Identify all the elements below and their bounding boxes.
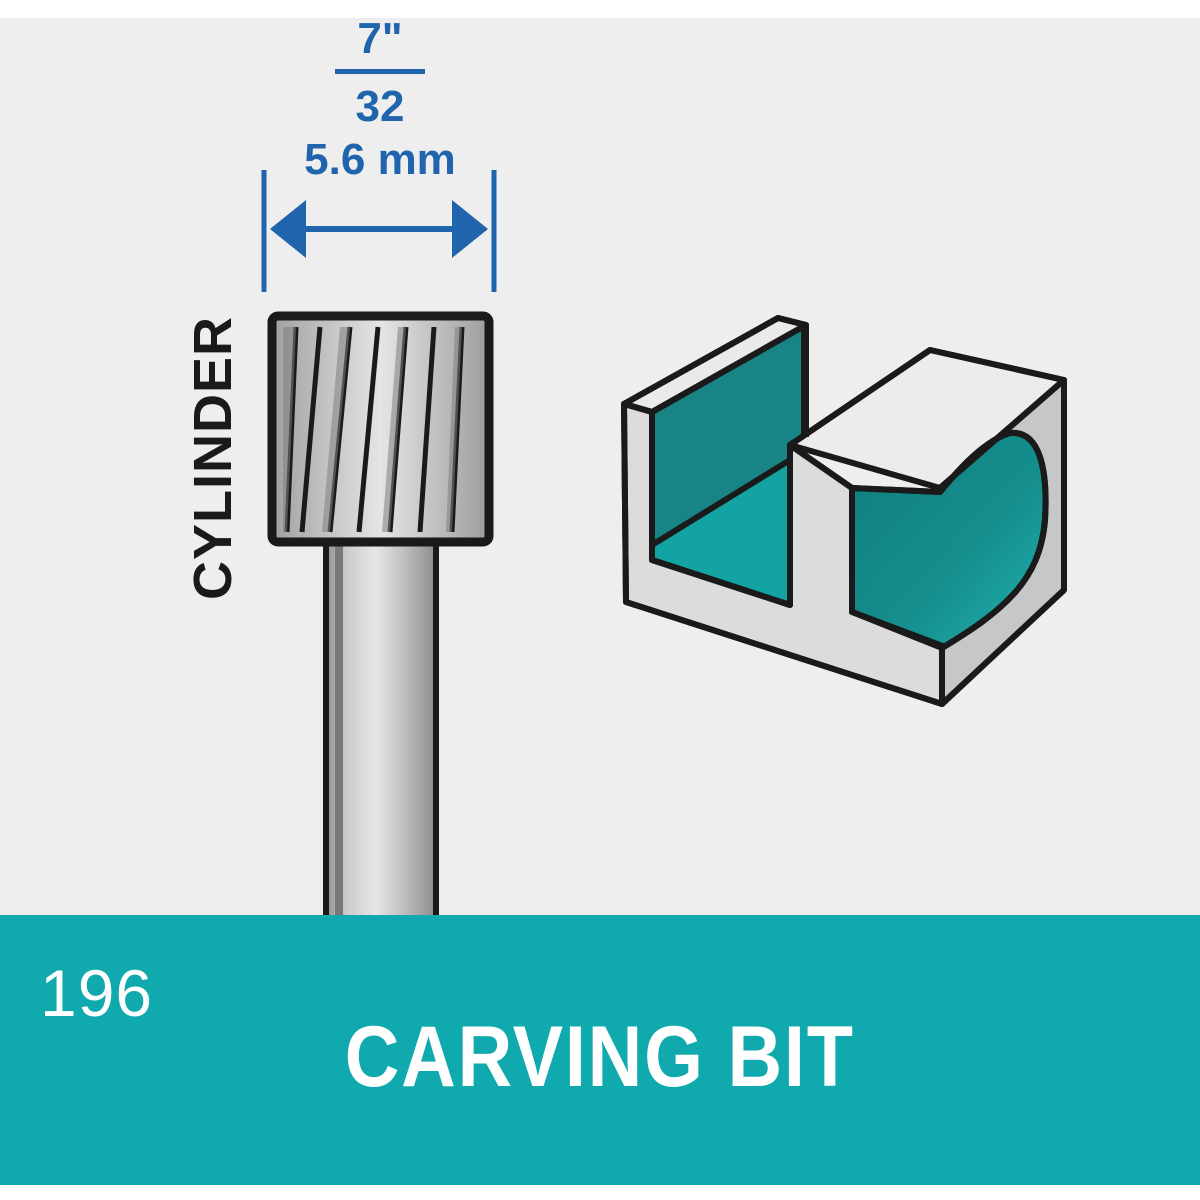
shape-label: CYLINDER (183, 315, 243, 600)
fraction-denominator: 32 (355, 82, 405, 131)
u-channel-cut-icon (621, 315, 1067, 707)
fraction-numerator: 7" (357, 14, 403, 63)
product-number: 196 (40, 956, 154, 1030)
product-name: CARVING BIT (345, 1009, 855, 1105)
product-name-wrapper: CARVING BIT (0, 1008, 1200, 1107)
bottom-border (0, 1185, 1200, 1200)
carving-bit-icon (267, 311, 494, 923)
footer-band (0, 915, 1200, 1185)
metric-dimension: 5.6 mm (304, 135, 456, 184)
dimension-arrow-icon (261, 170, 497, 292)
top-border (0, 0, 1200, 18)
fraction-bar (335, 69, 425, 74)
